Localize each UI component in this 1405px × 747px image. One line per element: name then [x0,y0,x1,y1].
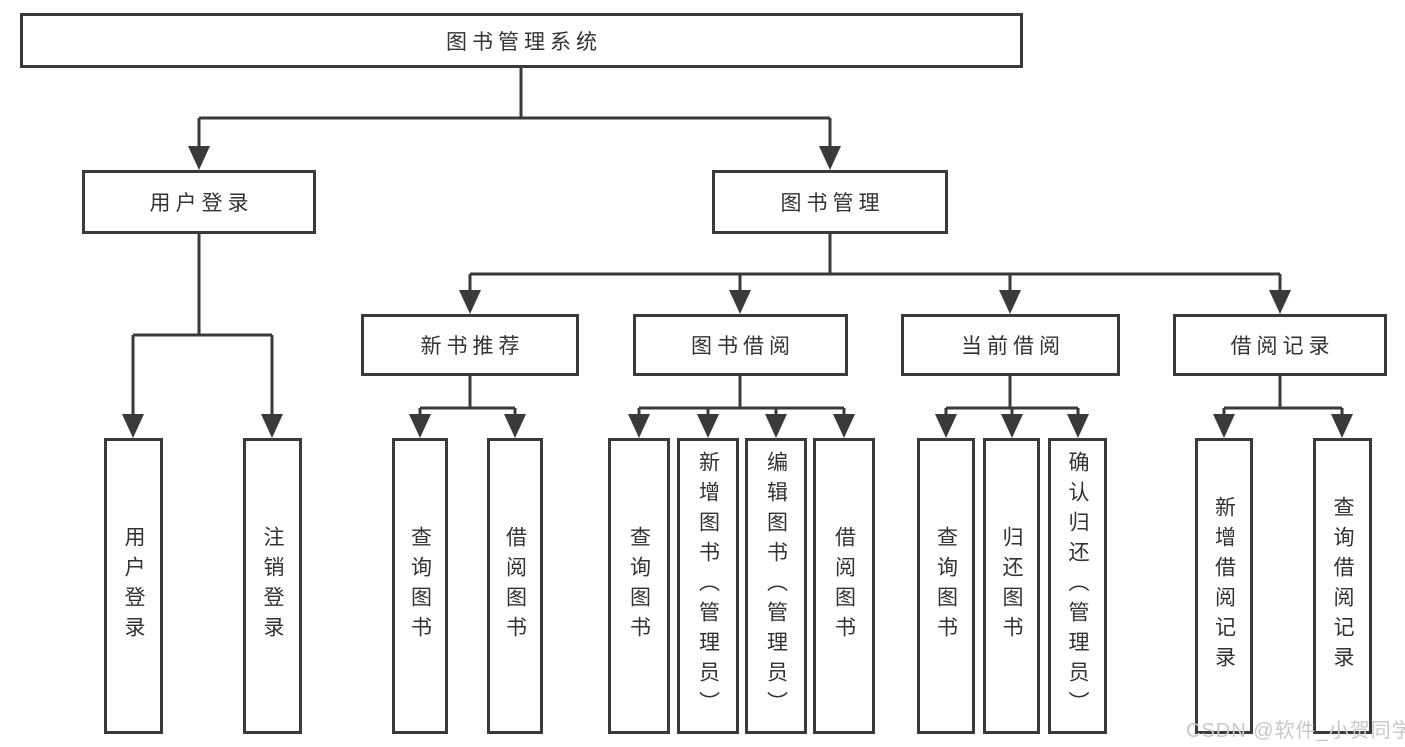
leaf-user-login: 用户登录 [104,438,163,734]
node-current-borrow: 当前借阅 [901,314,1120,376]
node-book-manage-label: 图书管理 [780,192,885,215]
leaf-borrow-book-2-label: 借阅图书 [832,526,856,646]
node-book-borrow-label: 图书借阅 [691,335,795,358]
node-new-book-rec: 新书推荐 [361,314,579,376]
leaf-query-book-1-label: 查询图书 [408,526,432,646]
leaf-user-login-label: 用户登录 [122,526,145,646]
node-root-label: 图书管理系统 [446,30,602,54]
leaf-query-borrow-record-label: 查询借阅记录 [1331,496,1354,676]
node-new-book-rec-label: 新书推荐 [420,335,525,358]
leaf-query-book-3-label: 查询图书 [934,526,958,646]
leaf-add-book: 新增图书（管理员） [677,438,739,734]
leaf-borrow-book-1-label: 借阅图书 [503,526,527,646]
node-borrow-record-label: 借阅记录 [1230,335,1335,358]
leaf-add-book-label: 新增图书（管理员） [696,451,720,721]
leaf-query-book-3: 查询图书 [917,438,975,734]
leaf-edit-book-label: 编辑图书（管理员） [764,451,788,721]
leaf-edit-book: 编辑图书（管理员） [745,438,807,734]
leaf-borrow-book-2: 借阅图书 [813,438,875,734]
node-borrow-record: 借阅记录 [1173,314,1387,376]
leaf-logout: 注销登录 [243,438,302,734]
node-book-borrow: 图书借阅 [633,314,848,376]
leaf-add-borrow-record-label: 新增借阅记录 [1212,496,1236,676]
node-user-login-label: 用户登录 [149,192,254,215]
arrowheads [122,146,1353,438]
node-current-borrow-label: 当前借阅 [961,335,1065,358]
leaf-query-book-1: 查询图书 [392,438,448,734]
leaf-borrow-book-1: 借阅图书 [487,438,543,734]
leaf-confirm-return: 确认归还（管理员） [1048,438,1107,734]
leaf-query-borrow-record: 查询借阅记录 [1313,438,1372,734]
leaf-confirm-return-label: 确认归还（管理员） [1066,451,1089,721]
leaf-return-book: 归还图书 [983,438,1040,734]
node-user-login: 用户登录 [82,170,316,234]
csdn-watermark: CSDN @软件_小贺同学 [1186,720,1405,742]
node-book-manage: 图书管理 [712,170,948,234]
leaf-query-book-2-label: 查询图书 [627,526,651,646]
leaf-return-book-label: 归还图书 [1000,526,1023,646]
leaf-query-book-2: 查询图书 [608,438,670,734]
leaf-logout-label: 注销登录 [261,526,284,646]
node-root: 图书管理系统 [20,13,1023,68]
leaf-add-borrow-record: 新增借阅记录 [1195,438,1253,734]
